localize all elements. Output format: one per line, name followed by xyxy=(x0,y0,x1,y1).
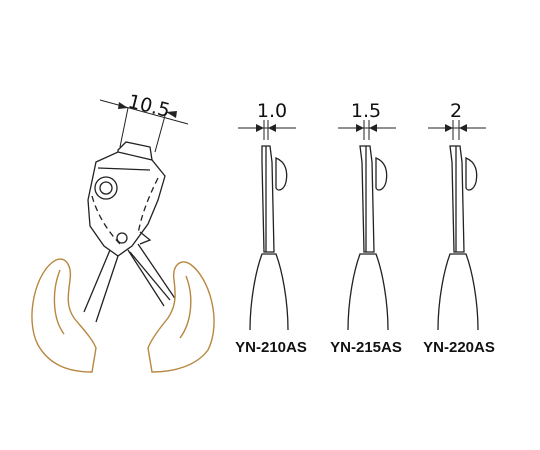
pivot-screw-icon xyxy=(94,176,118,200)
pliers-head-drawing: 10.5 xyxy=(83,91,189,323)
dimension-label-10-5: 10.5 xyxy=(126,91,172,123)
tip-profile-yn-215as: 1.5 xyxy=(338,100,396,331)
pin-icon xyxy=(116,232,128,244)
left-hand-outline xyxy=(31,258,97,373)
model-label-yn-210as: YN-210AS xyxy=(235,339,307,356)
model-label-yn-220as: YN-220AS xyxy=(423,339,495,356)
tip-profile-yn-220as: 2 xyxy=(428,100,486,331)
dimension-label-tip-2: 1.5 xyxy=(351,100,381,122)
dimension-label-tip-3: 2 xyxy=(450,100,462,122)
dimension-10-5: 10.5 xyxy=(99,91,189,153)
model-label-yn-215as: YN-215AS xyxy=(330,339,402,356)
dimension-label-tip-1: 1.0 xyxy=(257,100,287,122)
right-hand-outline xyxy=(147,261,215,373)
tip-profile-yn-210as: 1.0 xyxy=(238,100,296,331)
